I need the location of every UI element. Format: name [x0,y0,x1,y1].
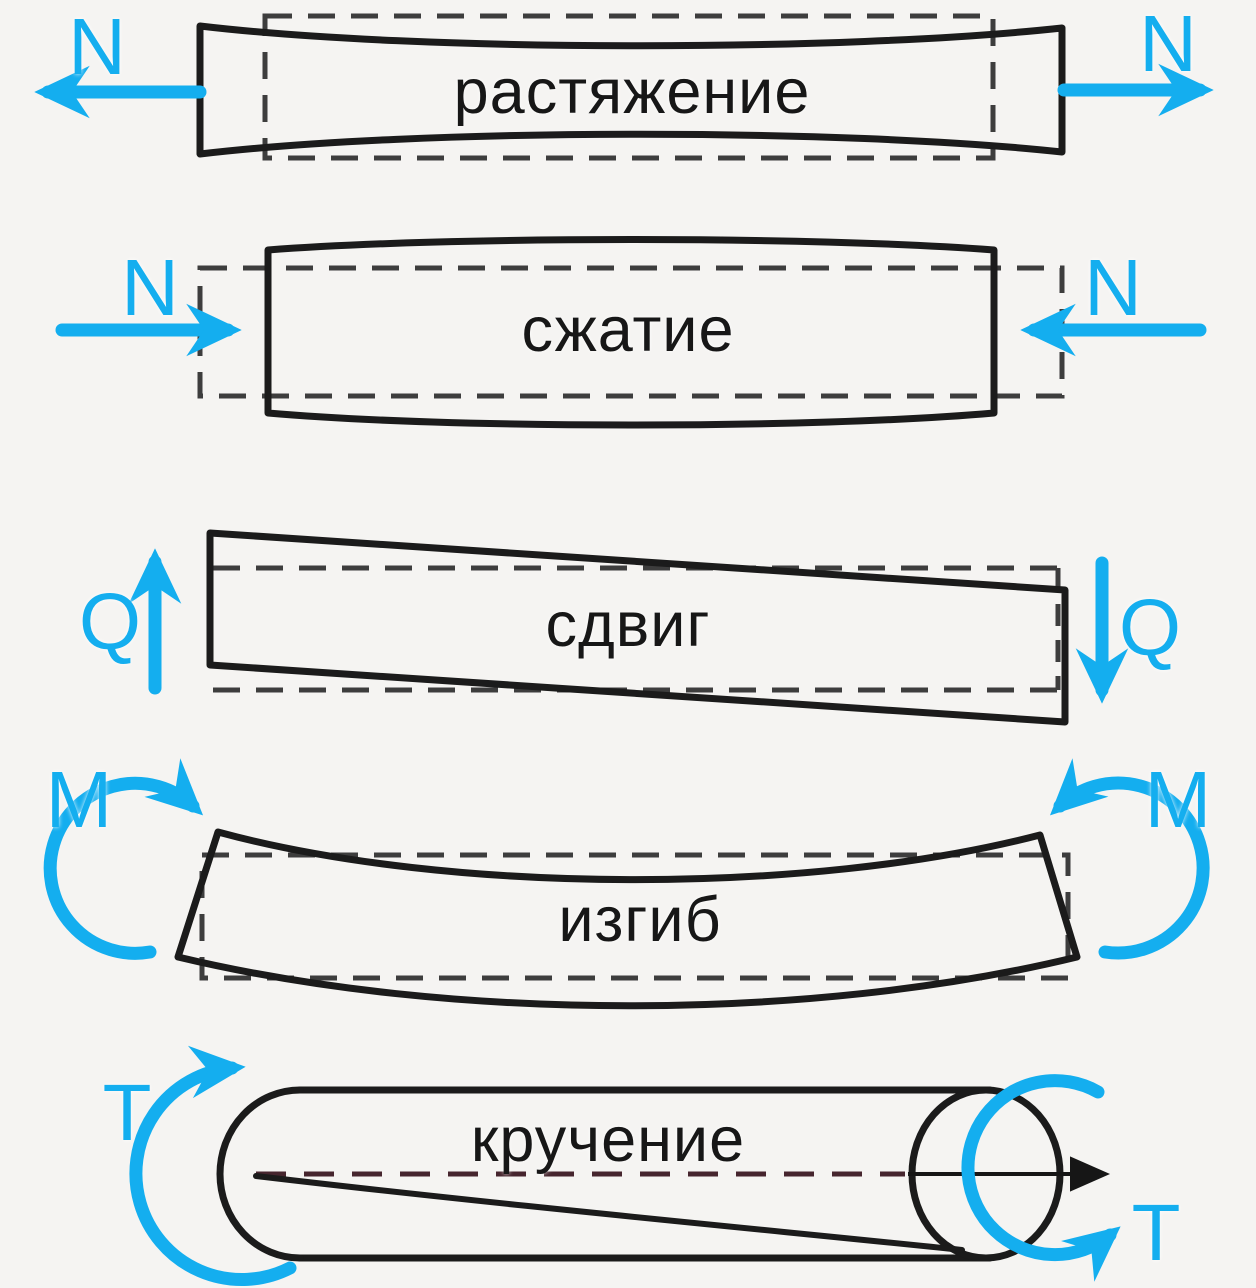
torsion-cylinder-left-cap [216,1086,304,1262]
shear-deformed-bar-outline [206,529,1069,726]
bending-deformed-bar-outline [174,828,1081,1010]
shear-row [128,529,1129,726]
torsion-twist-helix-line [253,1173,965,1253]
compression-label: сжатие [521,295,735,365]
bending-row [43,758,1210,1010]
shear-left-force-symbol: Q [78,577,142,666]
shear-right-force-symbol: Q [1118,583,1182,672]
bending-left-moment-arrow-icon [43,758,204,960]
tension-original-outline-dashed [262,13,996,161]
torsion-left-torque-symbol: T [102,1068,152,1157]
bending-left-moment-symbol: M [45,755,113,844]
compression-left-force-symbol: N [121,243,179,332]
torsion-right-torque-symbol: T [1131,1188,1181,1277]
torsion-left-torque-arrow-icon [129,1045,297,1287]
bending-right-moment-symbol: M [1144,755,1212,844]
compression-deformed-bar-outline [264,236,998,429]
tension-left-force-symbol: N [68,2,126,91]
tension-label: растяжение [453,57,811,127]
bending-label: изгиб [558,885,722,955]
torsion-label: кручение [470,1105,746,1175]
shear-label: сдвиг [545,590,711,660]
tension-row [34,13,1214,161]
tension-deformed-bar-outline [196,22,1066,158]
compression-row [55,236,1207,429]
compression-right-force-symbol: N [1084,243,1142,332]
torsion-right-torque-arrow-icon [961,1074,1121,1282]
tension-right-force-symbol: N [1139,0,1197,88]
bending-right-moment-arrow-icon [1049,758,1210,960]
torsion-row [129,1045,1121,1287]
